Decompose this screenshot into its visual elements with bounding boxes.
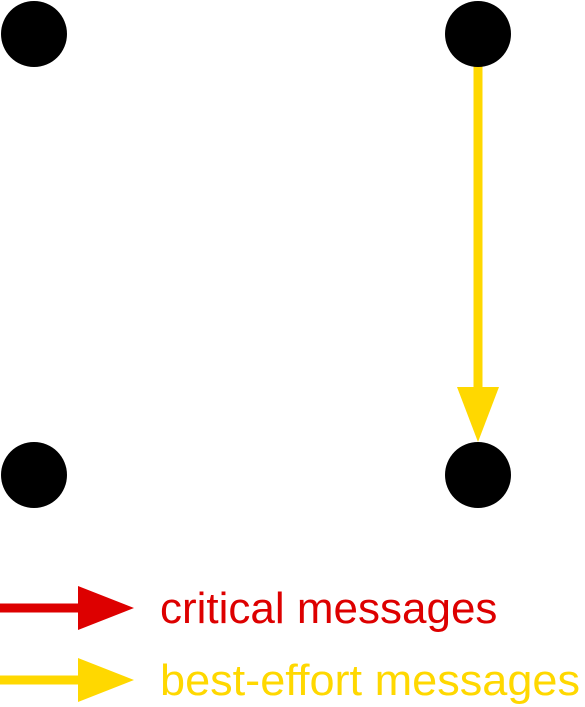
best-effort-legend-label: best-effort messages	[160, 656, 580, 705]
critical-legend-arrowhead	[78, 586, 134, 630]
best-effort-edge-arrowhead	[457, 387, 499, 442]
node-top-left	[1, 1, 67, 67]
node-bottom-left	[1, 442, 67, 508]
legend-item-critical: critical messages	[0, 584, 497, 633]
legend-item-best-effort: best-effort messages	[0, 656, 580, 705]
critical-legend-label: critical messages	[160, 584, 497, 633]
best-effort-legend-arrowhead	[78, 658, 134, 702]
node-top-right	[445, 1, 511, 67]
edge-top-right-to-bottom-right	[457, 34, 499, 442]
legend: critical messages best-effort messages	[0, 584, 580, 705]
node-bottom-right	[445, 442, 511, 508]
